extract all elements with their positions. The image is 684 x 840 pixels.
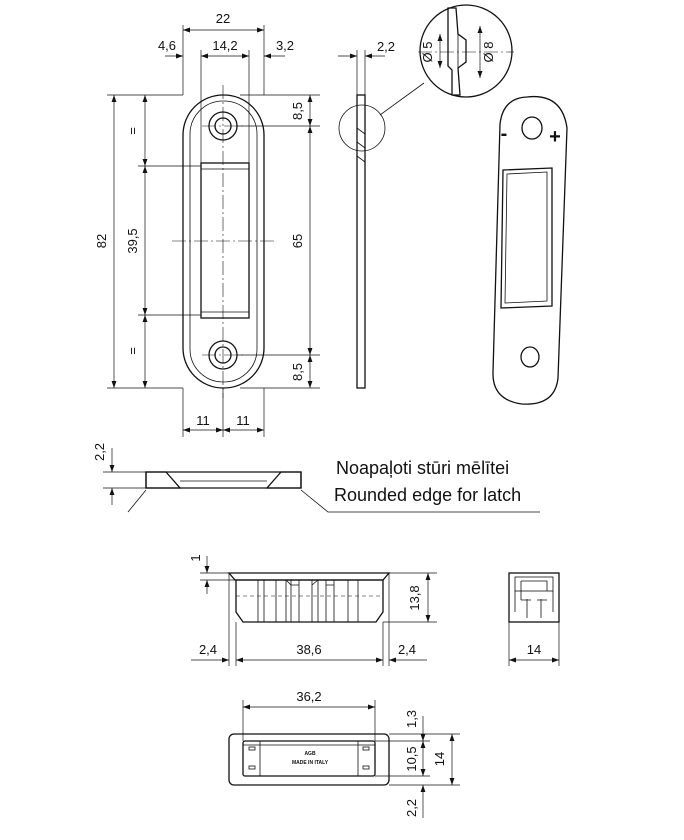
dim-side-thickness: 2,2 [377,39,395,54]
dim-top-hole-offset: 8,5 [290,102,305,120]
strike-plate-inner-edge [189,100,258,383]
perspective-top-hole [521,116,543,140]
detail-circle [419,4,513,98]
dim-bottom-margin: 2,2 [404,799,419,817]
dim-half-width-right: 11 [236,413,250,428]
strike-plate-outline [182,94,265,389]
box-body [235,579,384,623]
perspective-view: - + [492,95,568,405]
perspective-outline [492,95,568,405]
detail-callout-circle [338,104,386,152]
imprint-text: MADE IN ITALY [292,760,329,766]
dim-slot-length: 39,5 [125,228,140,253]
box-end-outline [508,572,560,623]
box-side-view: 1 13,8 2,4 38,6 2,4 [188,554,437,666]
note-latvian: Noapaļoti stūri mēlītei [336,458,509,478]
dim-total-width: 14 [432,752,447,766]
box-top-view: AGB MADE IN ITALY 36,2 1,3 10,5 14 2,2 [228,689,460,818]
box-end-view: 14 [508,572,560,666]
dim-left-offset: 4,6 [158,38,176,53]
dim-bottom-hole-offset: 8,5 [290,363,305,381]
dim-equal-top: = [125,127,140,135]
side-view: 2,2 [338,39,425,389]
dim-hole-pitch: 65 [290,234,305,248]
section-profile [145,471,302,489]
section-view: 2,2 Noapaļoti stūri mēlītei Rounded edge… [92,443,540,513]
dim-outer-diameter: Ø 8 [481,42,496,63]
dim-box-width: 14 [527,642,541,657]
dim-inner-length: 36,2 [296,689,321,704]
note-english: Rounded edge for latch [334,485,521,505]
dim-equal-bottom: = [125,347,140,355]
dim-top-margin: 1,3 [404,710,419,728]
dim-flange: 1 [188,554,203,561]
dim-right-margin: 2,4 [398,642,416,657]
front-view: 22 4,6 14,2 3,2 82 = 39,5 = 8,5 65 8,5 [94,11,320,437]
dim-hole-spacing-width: 14,2 [212,38,237,53]
plus-sign: + [549,126,561,148]
dim-width-22: 22 [216,11,230,26]
dim-left-margin: 2,4 [199,642,217,657]
perspective-bottom-hole [520,346,540,368]
dim-box-height: 13,8 [407,585,422,610]
side-profile [356,94,366,389]
dim-section-thickness: 2,2 [92,443,107,461]
dim-half-width-left: 11 [196,413,210,428]
box-top-outer [228,733,390,786]
dim-height-82: 82 [94,234,109,248]
minus-sign: - [501,123,508,145]
dim-box-length: 38,6 [296,642,321,657]
latch-slot [200,162,250,319]
imprint-logo: AGB [304,751,316,757]
detail-view: Ø 5 Ø 8 [418,4,514,98]
box-flange [227,572,391,581]
perspective-slot [500,167,553,309]
dim-inner-width: 10,5 [404,746,419,771]
dim-right-offset: 3,2 [276,38,294,53]
box-top-inner [242,740,376,777]
dim-inner-diameter: Ø 5 [420,42,435,63]
